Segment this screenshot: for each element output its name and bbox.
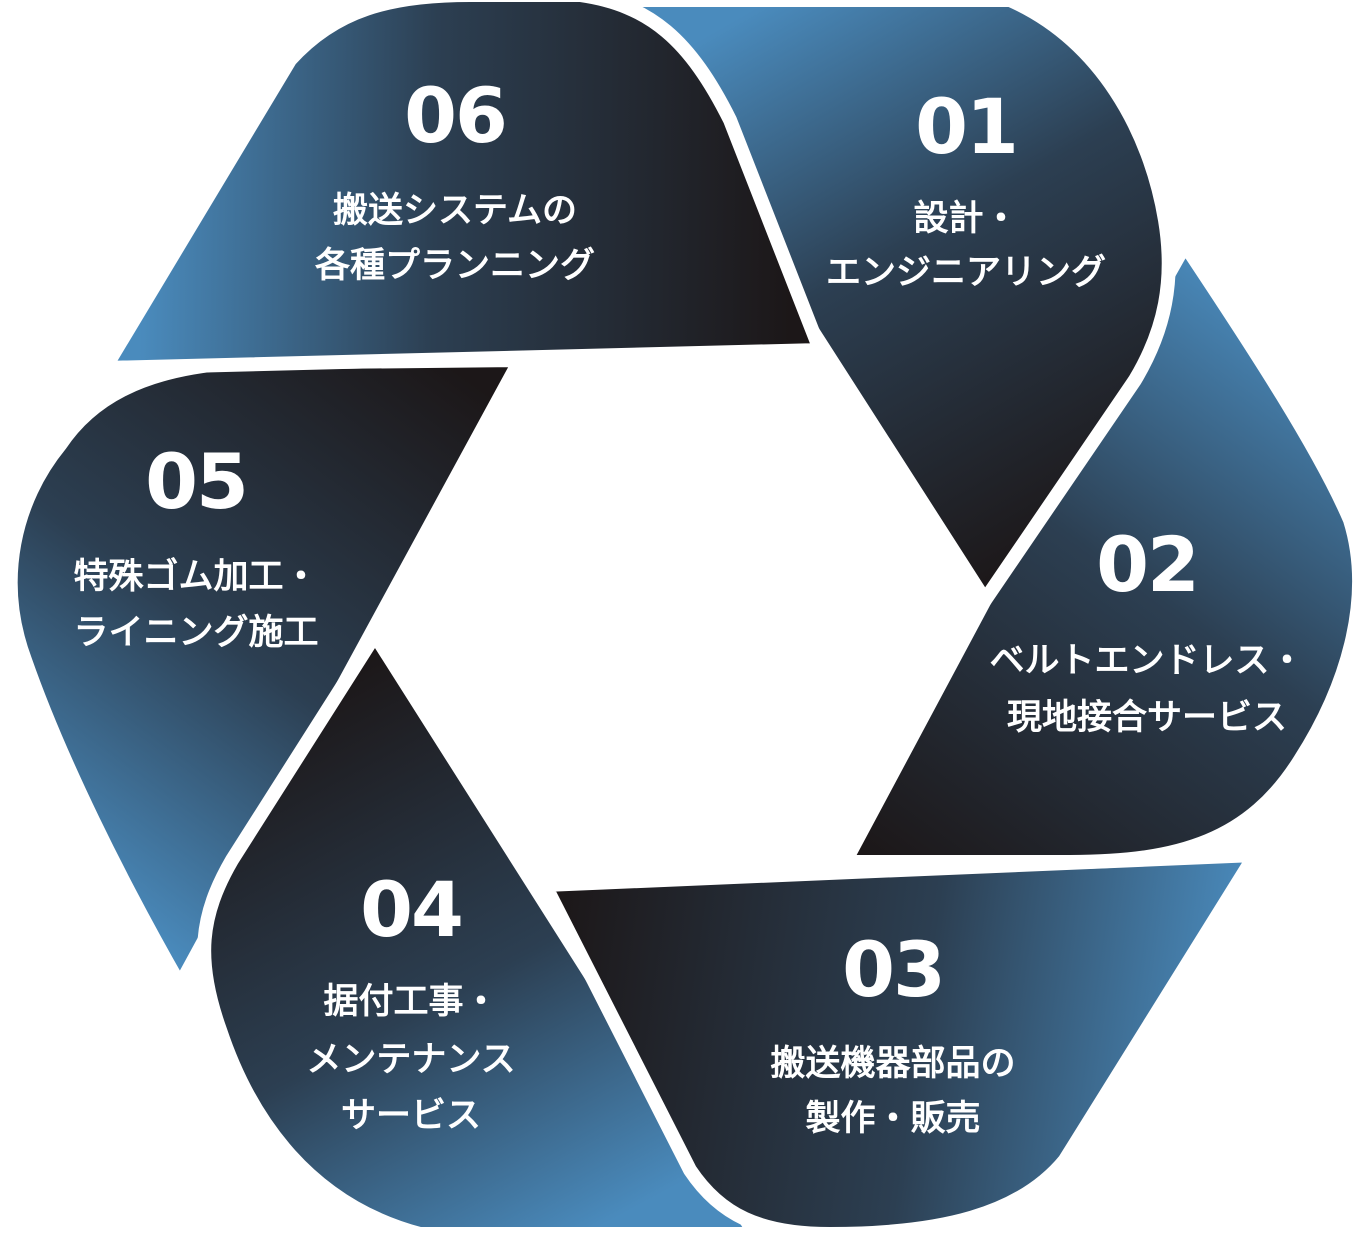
step-06-line-1: 搬送システムの [333,191,577,231]
step-05-line-2: ライニング施工 [73,613,318,653]
step-01: 01 設計・ エンジニアリング [826,82,1106,293]
step-04-line-3: サービス [341,1096,481,1136]
step-06: 06 搬送システムの 各種プランニング [314,71,595,286]
blade-02 [838,238,1364,869]
step-04-line-2: メンテナンス [306,1040,515,1080]
step-02-line-2: 現地接合サービス [1007,698,1287,738]
step-06-number: 06 [404,71,506,160]
step-02-line-1: ベルトエンドレス・ [989,641,1304,681]
blade-04 [197,628,762,1234]
step-01-line-2: エンジニアリング [826,253,1106,293]
step-03-number: 03 [842,925,944,1014]
step-03: 03 搬送機器部品の 製作・販売 [770,925,1015,1139]
blade-06 [98,0,827,375]
step-04-line-1: 据付工事・ [323,982,498,1022]
step-02-number: 02 [1096,520,1198,609]
step-03-line-2: 製作・販売 [805,1099,980,1139]
step-01-number: 01 [915,82,1017,171]
step-04: 04 据付工事・ メンテナンス サービス [306,865,515,1136]
step-06-line-2: 各種プランニング [314,245,595,286]
step-01-line-1: 設計・ [913,199,1018,239]
step-04-number: 04 [360,865,462,954]
step-03-line-1: 搬送機器部品の [770,1044,1015,1084]
step-05-line-1: 特殊ゴム加工・ [73,556,318,597]
step-02: 02 ベルトエンドレス・ 現地接合サービス [989,520,1304,738]
step-05: 05 特殊ゴム加工・ ライニング施工 [73,437,318,653]
step-05-number: 05 [145,437,247,526]
blade-03 [538,848,1262,1234]
blade-05 [3,353,527,992]
